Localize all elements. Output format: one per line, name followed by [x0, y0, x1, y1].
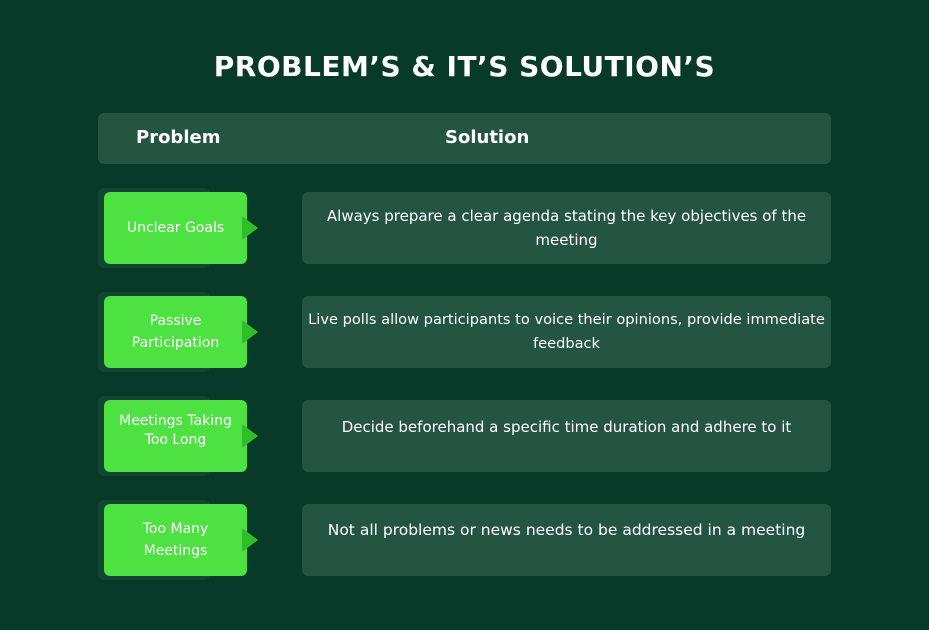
solution-box: Decide beforehand a specific time durati…	[302, 400, 831, 472]
solution-line: meeting	[535, 231, 598, 249]
row-meetings-too-long: Meetings Taking Too Long Decide beforeha…	[0, 396, 929, 480]
page-title: PROBLEM’S & IT’S SOLUTION’S	[213, 50, 716, 83]
problem-label-line: Meetings	[143, 543, 208, 559]
header-problem: Problem	[136, 127, 221, 148]
problem-label-line: Participation	[131, 335, 220, 351]
solution-box: Not all problems or news needs to be add…	[302, 504, 831, 576]
solution-line: feedback	[532, 335, 601, 352]
problem-label-line: Meetings Taking	[119, 413, 232, 429]
solution-box: Always prepare a clear agenda stating th…	[302, 192, 831, 264]
solution-line: Not all problems or news needs to be add…	[327, 521, 806, 539]
solution-line: Live polls allow participants to voice t…	[308, 311, 825, 328]
problem-label-line: Passive	[149, 313, 202, 329]
problem-box: Meetings Taking Too Long	[104, 400, 247, 472]
arrow-right-icon	[242, 424, 258, 448]
arrow-right-icon	[242, 216, 258, 240]
row-too-many-meetings: Too Many Meetings Not all problems or ne…	[0, 500, 929, 584]
arrow-right-icon	[242, 320, 258, 344]
problem-box: Unclear Goals	[104, 192, 247, 264]
problem-box: Passive Participation	[104, 296, 247, 368]
solution-line: Decide beforehand a specific time durati…	[341, 418, 792, 436]
solution-box: Live polls allow participants to voice t…	[302, 296, 831, 368]
problem-label-line: Too Many	[142, 521, 209, 537]
row-unclear-goals: Unclear Goals Always prepare a clear age…	[0, 188, 929, 272]
header-solution: Solution	[445, 127, 530, 148]
problem-label-line: Too Long	[144, 432, 207, 448]
row-passive-participation: Passive Participation Live polls allow p…	[0, 292, 929, 376]
problem-label: Unclear Goals	[126, 220, 225, 236]
problem-box: Too Many Meetings	[104, 504, 247, 576]
solution-line: Always prepare a clear agenda stating th…	[326, 207, 807, 225]
arrow-right-icon	[242, 528, 258, 552]
table-header: Problem Solution	[98, 113, 831, 164]
